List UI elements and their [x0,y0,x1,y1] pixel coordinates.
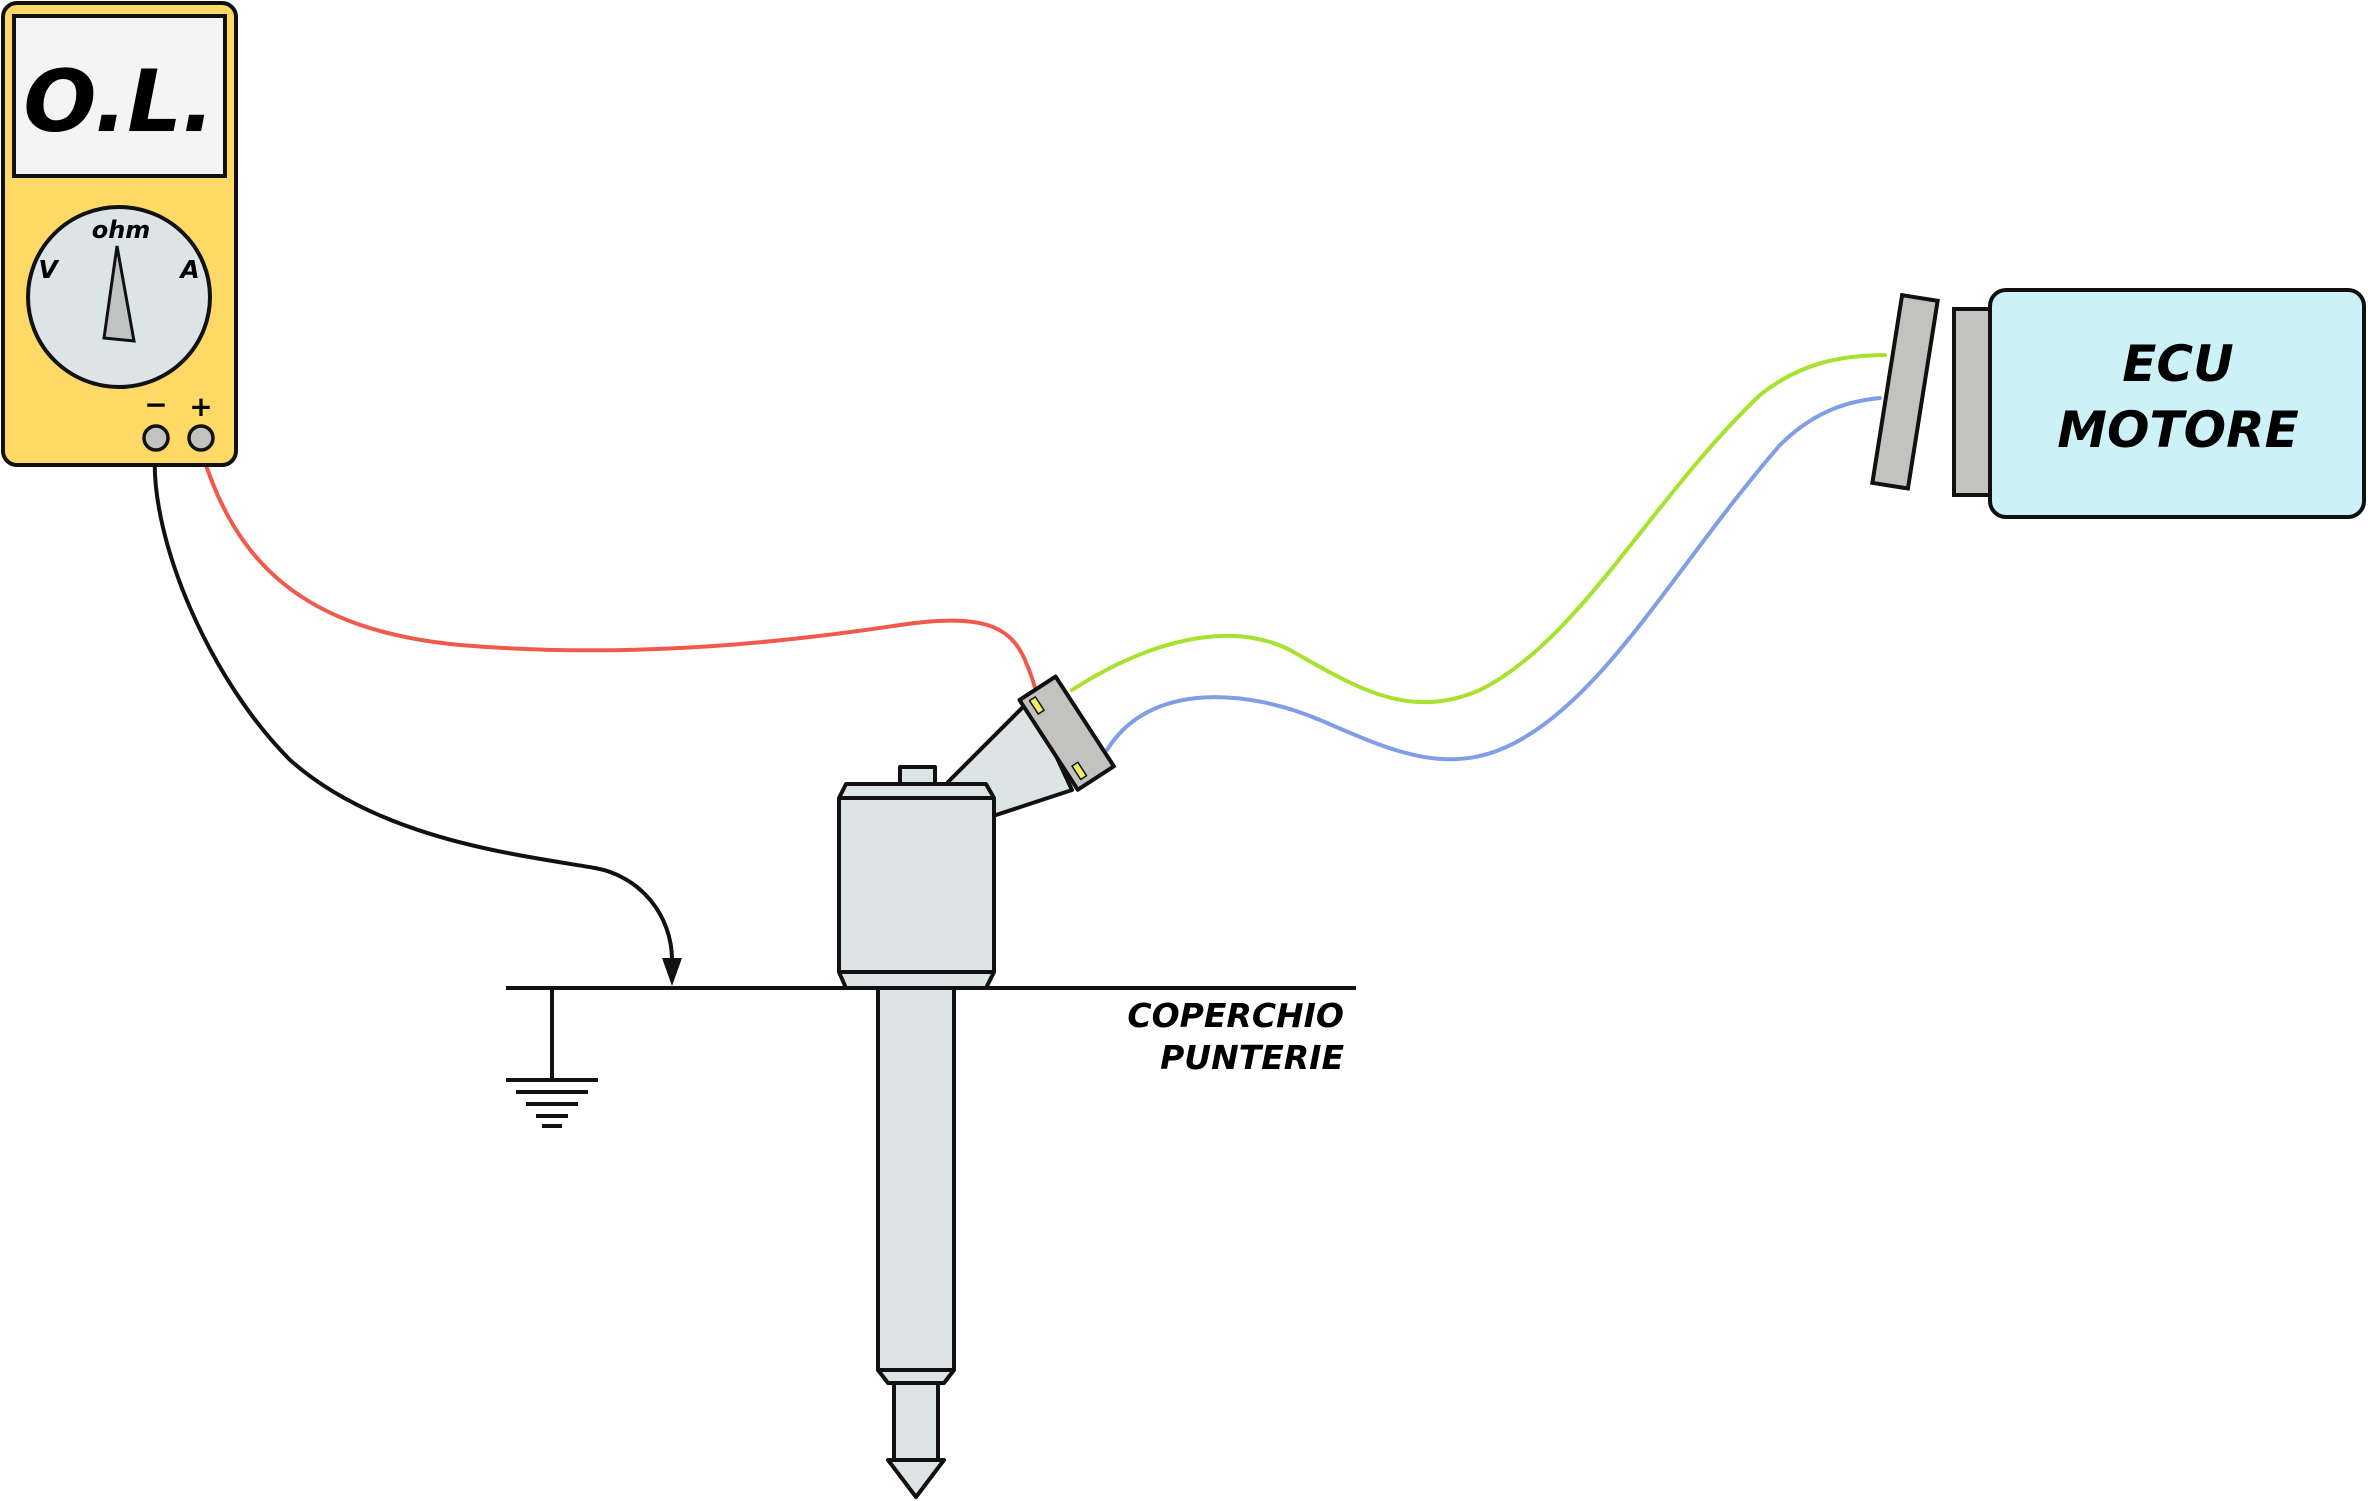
ecu-label-line1: ECU [2122,335,2233,393]
multimeter: O.L. ohm V A − + [1,1,238,467]
ecu-plug [1870,292,1940,491]
connector-pin-1 [1028,696,1045,715]
multimeter-display-text: O.L. [23,52,214,152]
dial-pointer[interactable] [102,245,136,343]
terminal-minus[interactable] [142,424,170,452]
ecu-label-line2: MOTORE [2057,401,2299,459]
red-probe-wire [200,451,1040,702]
dial-label-v: V [38,255,59,284]
terminal-plus[interactable] [187,424,215,452]
injector-tip-point [886,1458,946,1499]
ecu: ECU MOTORE [1870,288,2366,519]
wires [152,353,1887,962]
terminal-plus-label: + [189,390,212,423]
dial-label-ohm: ohm [92,216,151,244]
ecu-socket [1952,307,1993,497]
dial-label-a: A [178,255,199,284]
connector-pin-2 [1071,761,1088,781]
injector [837,674,1116,1499]
green-wire [1070,353,1887,705]
black-probe-wire [152,451,674,962]
injector-connector [1017,674,1116,792]
cover-label-line1: COPERCHIO [1127,996,1344,1035]
injector-collar [876,1368,956,1385]
multimeter-display [12,14,227,178]
injector-body [837,782,996,990]
black-arrowhead [662,958,682,986]
cover-label-line2: PUNTERIE [1160,1038,1344,1077]
terminal-minus-label: − [144,388,167,421]
injector-tip [892,1381,940,1462]
ecu-box [1988,288,2366,519]
blue-wire [1105,396,1882,762]
injector-shaft [876,986,956,1372]
